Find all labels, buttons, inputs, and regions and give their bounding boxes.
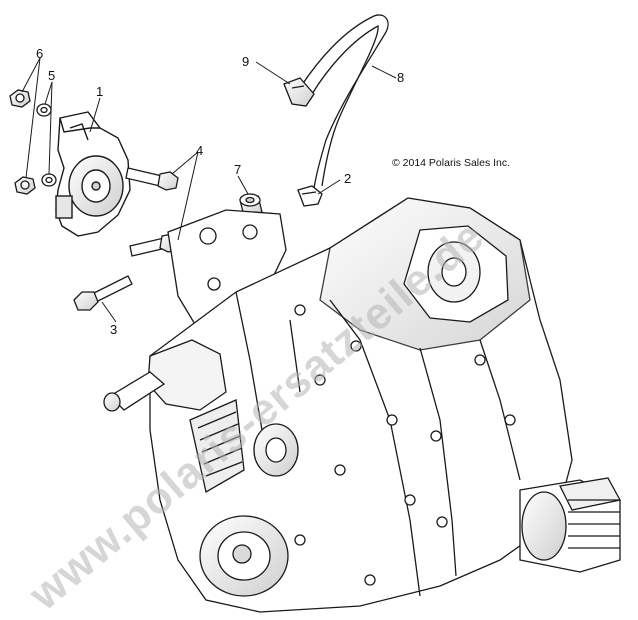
part-6-nut-upper	[9, 89, 31, 108]
callout-4: 4	[196, 143, 203, 158]
callout-8: 8	[397, 70, 404, 85]
part-6-nut-lower	[14, 176, 36, 195]
transmission-assembly	[103, 197, 621, 613]
part-3-bolt	[73, 275, 133, 311]
part-1-housing	[55, 111, 131, 237]
callout-7: 7	[234, 162, 241, 177]
callout-1: 1	[96, 84, 103, 99]
callout-5: 5	[48, 68, 55, 83]
part-9-hose-clip	[283, 77, 315, 107]
part-8-vent-hose	[299, 14, 389, 189]
callout-2: 2	[344, 171, 351, 186]
part-5-washer-lower	[41, 173, 57, 187]
callout-3: 3	[110, 322, 117, 337]
leader-lines	[21, 57, 397, 323]
callout-6: 6	[36, 46, 43, 61]
part-4-bolt-upper	[125, 167, 179, 191]
part-2-clamp	[297, 185, 323, 207]
copyright-text: © 2014 Polaris Sales Inc.	[392, 157, 511, 169]
callout-9: 9	[242, 54, 249, 69]
part-5-washer-upper	[36, 103, 52, 117]
